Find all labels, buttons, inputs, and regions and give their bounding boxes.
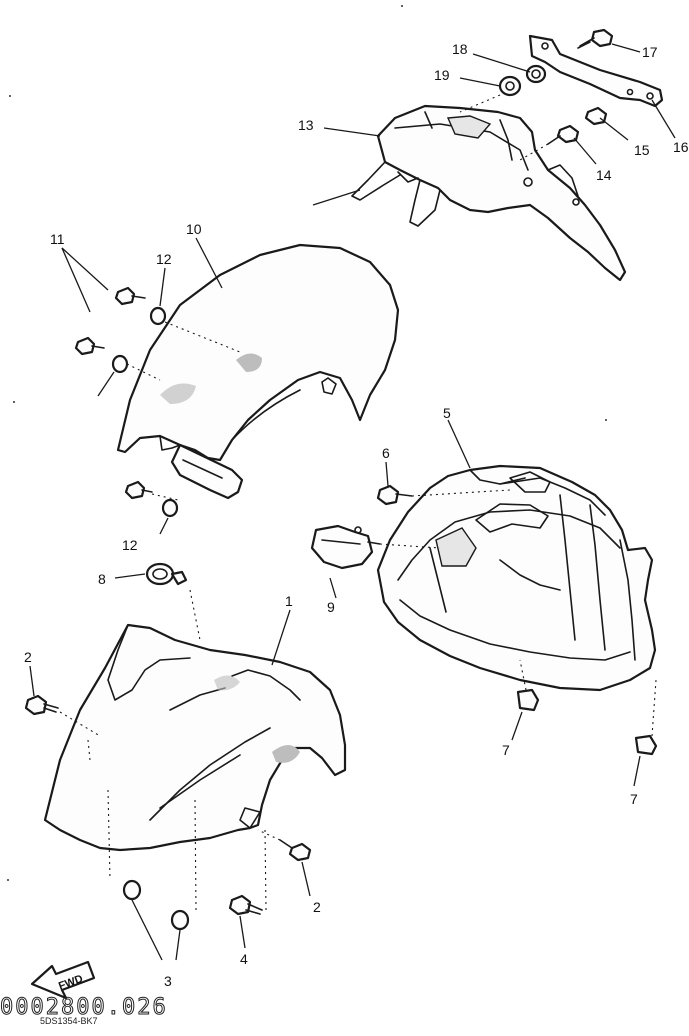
callout-3: 3 — [164, 973, 172, 989]
callout-5: 5 — [443, 405, 451, 421]
rear-fender-assembly — [351, 104, 627, 282]
callout-4: 4 — [240, 951, 248, 967]
clip-7b — [634, 734, 658, 756]
grommet-12c — [161, 498, 179, 518]
screw-15 — [584, 106, 608, 126]
screw-2-left — [24, 694, 59, 716]
callout-17: 17 — [642, 44, 658, 60]
clip-7a — [516, 688, 540, 712]
callout-19: 19 — [434, 67, 450, 83]
screw-11a — [114, 286, 146, 306]
callout-14: 14 — [596, 167, 612, 183]
bolt-4 — [228, 894, 263, 916]
inner-panel-5 — [376, 464, 657, 692]
callout-10: 10 — [186, 221, 202, 237]
callout-11: 11 — [50, 231, 65, 247]
grommet-3b — [170, 909, 190, 931]
model-code: 5DS1354-BK7 — [40, 1016, 98, 1026]
part-9-bracket — [310, 524, 381, 570]
callout-12-bottom: 12 — [122, 537, 138, 553]
callout-15: 15 — [634, 142, 650, 158]
screw-14 — [547, 124, 580, 145]
front-fender-1 — [43, 623, 347, 852]
fender-10 — [116, 243, 400, 500]
screw-11c — [124, 480, 153, 500]
grommet-12b — [111, 354, 129, 374]
callout-13: 13 — [298, 117, 314, 133]
callout-7-right: 7 — [630, 791, 638, 807]
screw-11b — [74, 336, 105, 356]
forward-direction-arrow: FWD — [30, 960, 96, 1000]
callout-labels: 17 18 19 13 15 16 14 11 10 12 12 5 6 8 9… — [24, 41, 689, 989]
callout-8: 8 — [98, 571, 106, 587]
nut-18 — [525, 64, 547, 84]
leader-lines — [29, 43, 676, 961]
callout-6: 6 — [382, 445, 390, 461]
grommet-12a — [149, 306, 167, 326]
washer-19 — [498, 75, 522, 97]
bolt-17 — [577, 28, 614, 49]
scan-specks — [7, 5, 607, 881]
callout-1: 1 — [285, 593, 293, 609]
screw-2-right — [279, 839, 312, 862]
callout-9: 9 — [327, 599, 335, 615]
callout-12-top: 12 — [156, 251, 172, 267]
drawing-code: 0002800.026 — [0, 995, 168, 1020]
screw-6 — [376, 484, 413, 506]
callout-2-right: 2 — [313, 899, 321, 915]
callout-16: 16 — [673, 139, 689, 155]
callout-18: 18 — [452, 41, 468, 57]
hose-clamp-8 — [145, 562, 188, 586]
callout-7-left: 7 — [502, 742, 510, 758]
grommet-3a — [122, 879, 142, 901]
callout-2-left: 2 — [24, 649, 32, 665]
